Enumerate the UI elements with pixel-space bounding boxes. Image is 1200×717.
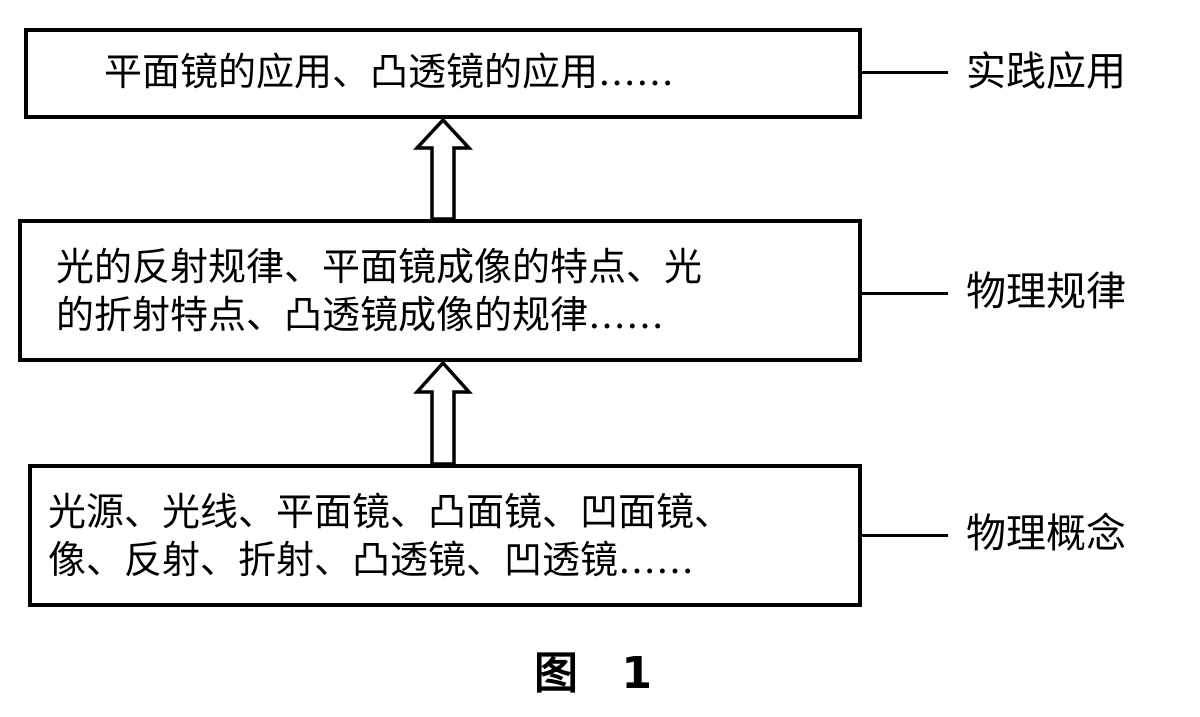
laws-side-label: 物理规律 — [966, 269, 1126, 315]
laws-connector-line — [862, 292, 948, 295]
hollow-up-arrow-icon — [413, 360, 473, 466]
concepts-connector-line — [862, 534, 948, 537]
practice-side-label: 实践应用 — [966, 49, 1126, 95]
laws-box-text: 光的反射规律、平面镜成像的特点、光 的折射特点、凸透镜成像的规律…… — [56, 243, 702, 339]
concepts-box-line-1: 光源、光线、平面镜、凸面镜、凹面镜、 — [48, 490, 733, 534]
figure-caption: 图 1 — [534, 648, 666, 699]
practice-box-text: 平面镜的应用、凸透镜的应用…… — [104, 48, 674, 96]
concepts-box-line-2: 像、反射、折射、凸透镜、凹透镜…… — [48, 538, 695, 582]
concepts-box-text: 光源、光线、平面镜、凸面镜、凹面镜、 像、反射、折射、凸透镜、凹透镜…… — [48, 488, 732, 584]
practice-box-line-1: 平面镜的应用、凸透镜的应用…… — [104, 50, 675, 94]
practice-connector-line — [862, 71, 948, 74]
laws-box-line-1: 光的反射规律、平面镜成像的特点、光 — [56, 245, 703, 289]
hollow-up-arrow-icon — [412, 117, 474, 221]
laws-box-line-2: 的折射特点、凸透镜成像的规律…… — [56, 293, 665, 337]
laws-box: 光的反射规律、平面镜成像的特点、光 的折射特点、凸透镜成像的规律…… — [18, 219, 862, 362]
concepts-side-label: 物理概念 — [966, 511, 1126, 557]
concepts-box: 光源、光线、平面镜、凸面镜、凹面镜、 像、反射、折射、凸透镜、凹透镜…… — [28, 464, 862, 607]
practice-box: 平面镜的应用、凸透镜的应用…… — [24, 28, 862, 119]
